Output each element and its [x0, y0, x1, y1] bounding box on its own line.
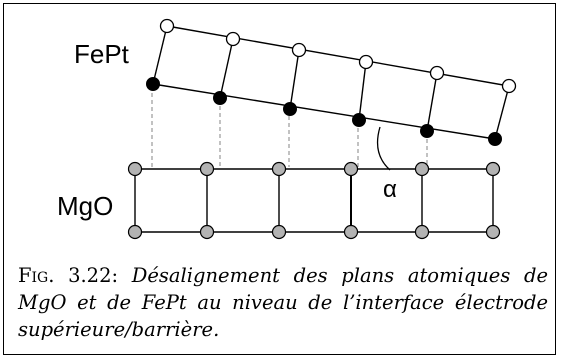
lattice-diagram: FePt MgO α: [57, 18, 517, 240]
mgo-atom: [414, 224, 430, 240]
figure-number: Fig. 3.22:: [18, 264, 119, 287]
angle-label: α: [383, 176, 397, 203]
fe-atom: [429, 65, 445, 81]
mgo-atom: [485, 161, 501, 177]
pt-atom: [420, 124, 434, 138]
mgo-atom: [271, 161, 287, 177]
mgo-atom: [127, 161, 143, 177]
figure-caption: Fig. 3.22: Désalignement des plans atomi…: [18, 262, 548, 343]
mgo-atoms: [127, 161, 501, 240]
fept-open-atoms: [159, 18, 517, 94]
angle-arc: [376, 126, 391, 171]
pt-atom: [352, 113, 366, 127]
fe-atom: [358, 54, 374, 70]
mgo-atom: [199, 161, 215, 177]
mgo-label: MgO: [57, 191, 113, 221]
mgo-atom: [199, 224, 215, 240]
pt-atom: [213, 91, 227, 105]
pt-atom: [283, 102, 297, 116]
mgo-lattice: [134, 168, 494, 233]
fept-lattice: [152, 25, 510, 140]
fept-label: FePt: [74, 39, 130, 69]
pt-atom: [146, 77, 160, 91]
projection-lines: [151, 86, 428, 167]
fe-atom: [225, 31, 241, 47]
fe-atom: [159, 18, 175, 34]
fept-filled-atoms: [146, 77, 502, 146]
mgo-atom: [127, 224, 143, 240]
pt-atom: [488, 132, 502, 146]
figure-frame: FePt MgO α Fig. 3.22: Désalignement des …: [3, 3, 556, 355]
mgo-atom: [343, 224, 359, 240]
fe-atom: [501, 78, 517, 94]
caption-text: Désalignement des plans atomiques de MgO…: [18, 264, 548, 341]
fe-atom: [291, 42, 307, 58]
mgo-atom: [485, 224, 501, 240]
mgo-atom: [414, 161, 430, 177]
mgo-atom: [271, 224, 287, 240]
mgo-atom: [343, 161, 359, 177]
